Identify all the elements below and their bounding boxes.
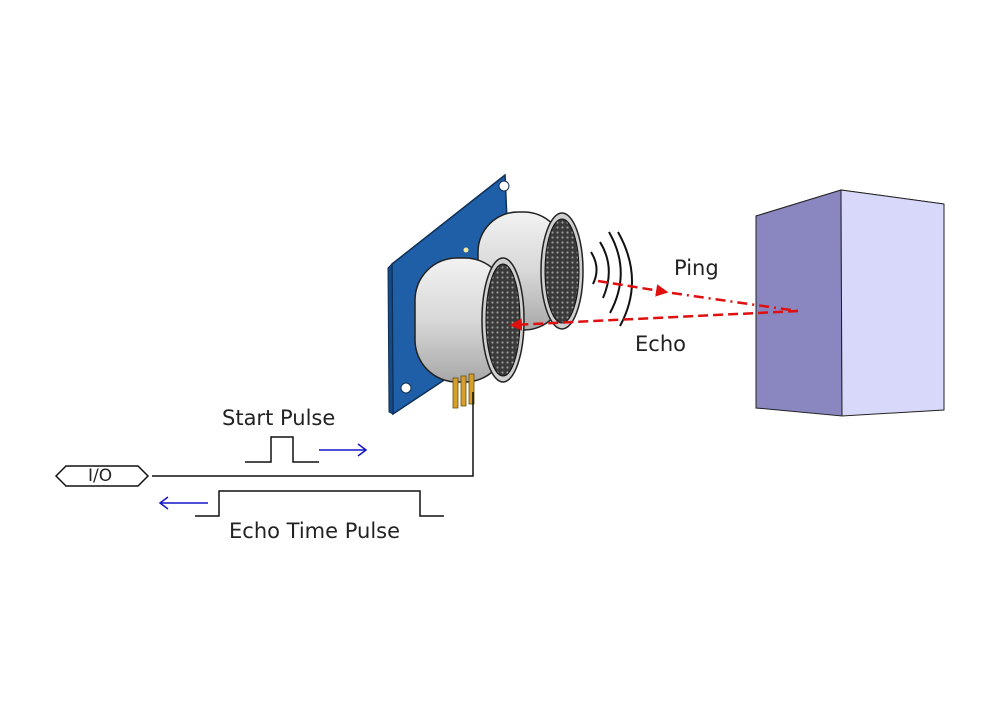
echo-time-pulse-waveform <box>195 490 444 517</box>
header-pins <box>452 373 475 409</box>
ping-beam <box>597 279 669 297</box>
sensor-board-edge <box>387 262 394 415</box>
echo-beam <box>509 309 799 331</box>
echo-pulse-arrowhead <box>158 496 169 510</box>
mounting-hole <box>498 180 510 192</box>
start-pulse-waveform <box>245 436 319 463</box>
ultrasonic-sensor-icon <box>387 173 633 416</box>
mounting-hole <box>400 382 412 394</box>
obstacle-block-icon <box>755 189 945 417</box>
ping-label: Ping <box>674 256 719 280</box>
obstacle-front-face <box>755 189 843 417</box>
echo-label: Echo <box>635 332 686 356</box>
mounting-hole <box>463 247 469 253</box>
receiver-transducer <box>414 257 525 383</box>
start-pulse-label: Start Pulse <box>222 406 336 430</box>
io-port-label: I/O <box>88 466 113 486</box>
start-pulse-arrowhead <box>357 443 368 457</box>
echo-time-pulse-label: Echo Time Pulse <box>229 519 401 543</box>
io-signal-line <box>152 392 474 477</box>
obstacle-side-face <box>840 189 945 417</box>
io-port-icon <box>54 465 150 487</box>
sound-wave-icon <box>590 231 633 327</box>
